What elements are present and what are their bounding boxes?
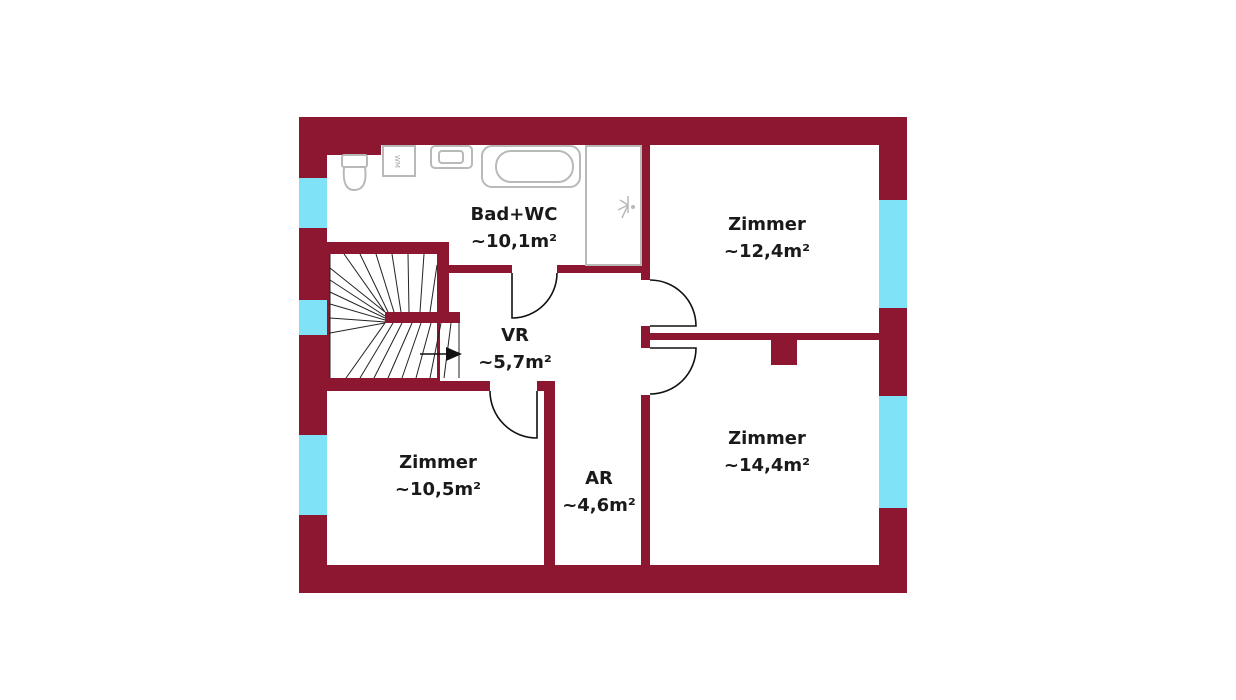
windows bbox=[299, 178, 907, 515]
door-zimmer-ne bbox=[649, 279, 697, 327]
room-name-vr: VR bbox=[501, 325, 529, 346]
room-area-vr: ~5,7m² bbox=[478, 352, 552, 373]
window-west-1 bbox=[299, 178, 327, 228]
toilet-icon bbox=[341, 154, 368, 192]
stair-direction-arrow bbox=[420, 347, 462, 361]
room-name-zimmer-sw: Zimmer bbox=[399, 452, 477, 473]
doors bbox=[489, 272, 697, 439]
room-area-ar: ~4,6m² bbox=[562, 495, 636, 516]
window-west-3 bbox=[299, 435, 327, 515]
room-name-zimmer-ne: Zimmer bbox=[728, 214, 806, 235]
room-area-zimmer-sw: ~10,5m² bbox=[395, 479, 481, 500]
room-area-zimmer-ne: ~12,4m² bbox=[724, 241, 810, 262]
window-east-2 bbox=[879, 396, 907, 508]
door-zimmer-sw bbox=[489, 390, 538, 439]
bathroom-fixtures: WM bbox=[341, 145, 642, 266]
room-labels: Bad+WC ~10,1m² VR ~5,7m² Zimmer ~12,4m² … bbox=[395, 204, 810, 516]
shower-icon bbox=[585, 145, 642, 266]
room-area-bad-wc: ~10,1m² bbox=[471, 231, 557, 252]
door-zimmer-se bbox=[649, 347, 697, 395]
room-name-bad-wc: Bad+WC bbox=[471, 204, 558, 225]
washing-machine-label: WM bbox=[393, 155, 401, 168]
window-west-2 bbox=[299, 300, 327, 335]
bathtub-icon bbox=[481, 145, 581, 188]
outer-walls bbox=[299, 117, 907, 593]
sink-icon bbox=[430, 145, 473, 169]
door-bad-wc bbox=[511, 272, 558, 319]
room-name-zimmer-se: Zimmer bbox=[728, 428, 806, 449]
window-east-1 bbox=[879, 200, 907, 308]
room-area-zimmer-se: ~14,4m² bbox=[724, 455, 810, 476]
room-name-ar: AR bbox=[585, 468, 613, 489]
washing-machine-icon: WM bbox=[382, 145, 416, 177]
staircase bbox=[327, 251, 462, 381]
